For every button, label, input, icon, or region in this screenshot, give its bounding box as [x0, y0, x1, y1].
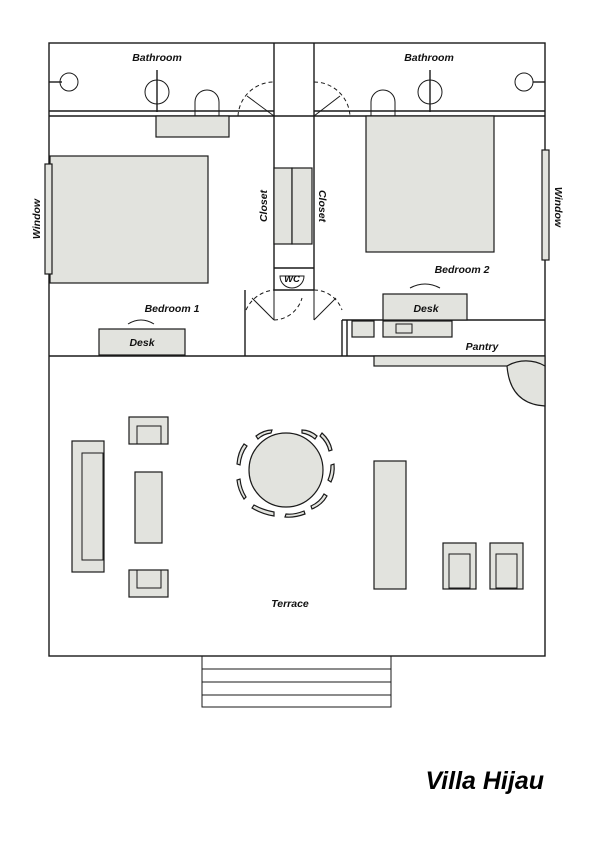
- label-closet-right: Closet: [316, 190, 328, 223]
- label-desk-1: Desk: [129, 337, 155, 349]
- wc-icon: [279, 275, 305, 289]
- sink-left-icon: [144, 79, 170, 105]
- label-pantry: Pantry: [466, 341, 500, 353]
- dining-chairs: [236, 429, 335, 518]
- lounge-chair-1: [442, 542, 477, 590]
- terrace-sofa: [71, 440, 105, 573]
- closet-right: [291, 167, 313, 245]
- label-bedroom-1: Bedroom 1: [145, 303, 200, 315]
- label-bathroom-left: Bathroom: [132, 52, 182, 64]
- bedroom1-door-leaf: [251, 297, 275, 321]
- label-bedroom-2: Bedroom 2: [435, 264, 490, 276]
- pantry-shelf: [373, 355, 546, 367]
- vanity-left: [155, 115, 230, 138]
- lounge-chair-1-seat: [448, 553, 471, 589]
- terrace-sofa-seat: [81, 452, 104, 561]
- label-desk-2: Desk: [413, 303, 439, 315]
- desk-1-chair: [127, 319, 155, 325]
- window-right: [541, 149, 550, 261]
- dining-table: [248, 432, 324, 508]
- label-window-left: Window: [31, 198, 43, 239]
- bedroom1-door-arc: [245, 289, 275, 311]
- pantry-sink: [395, 323, 413, 334]
- window-left: [44, 163, 53, 275]
- terrace-bench: [373, 460, 407, 590]
- armchair-bottom-seat: [136, 569, 162, 589]
- pantry-corner-unit: [506, 360, 546, 407]
- plan-title: Villa Hijau: [425, 767, 544, 795]
- sink-right-icon: [417, 79, 443, 105]
- shower-right-icon: [514, 72, 534, 92]
- pantry-box: [351, 320, 375, 338]
- label-terrace: Terrace: [271, 598, 309, 610]
- coffee-table: [134, 471, 163, 544]
- bedroom2-door-arc: [313, 289, 343, 311]
- label-bathroom-right: Bathroom: [404, 52, 454, 64]
- desk-2-chair: [409, 283, 441, 289]
- wc-door-arc: [273, 297, 303, 321]
- bathroom-right-door-leaf: [313, 95, 341, 117]
- bed-1: [49, 155, 209, 284]
- bathroom-left-door-leaf: [246, 95, 275, 117]
- bedroom2-door-leaf: [313, 297, 337, 321]
- lounge-chair-2-seat: [495, 553, 518, 589]
- armchair-bottom: [128, 569, 169, 598]
- desk-2: [382, 293, 468, 321]
- shower-left-icon: [59, 72, 79, 92]
- bed-2: [365, 115, 495, 253]
- label-wc: WC: [284, 274, 300, 285]
- pantry-counter: [382, 320, 453, 338]
- armchair-top: [128, 416, 169, 445]
- lounge-chair-2: [489, 542, 524, 590]
- label-window-right: Window: [552, 187, 564, 228]
- desk-1: [98, 328, 186, 356]
- label-closet-left: Closet: [258, 189, 270, 222]
- armchair-top-seat: [136, 425, 162, 445]
- entrance-steps: [201, 655, 392, 708]
- toilet-right-icon: [370, 89, 396, 116]
- toilet-left-icon: [194, 89, 220, 116]
- closet-left: [273, 167, 293, 245]
